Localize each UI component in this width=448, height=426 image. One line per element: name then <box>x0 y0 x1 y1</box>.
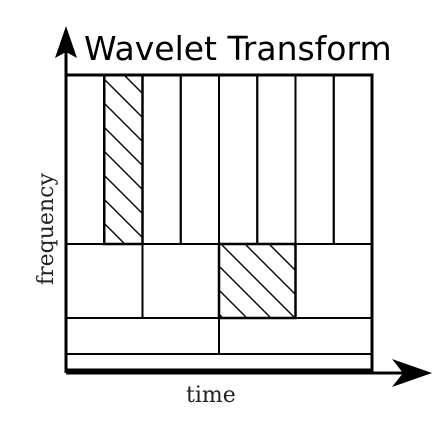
frequency-axis-arrowhead <box>55 26 77 58</box>
tile-hatched <box>103 73 144 246</box>
time-frequency-tiling <box>64 73 374 372</box>
diagram-title: Wavelet Transform <box>84 29 392 68</box>
tile <box>65 353 373 371</box>
tile <box>332 74 373 245</box>
tile <box>218 74 259 245</box>
tile <box>141 243 220 319</box>
tile <box>294 243 373 319</box>
tile-hatched <box>217 242 297 320</box>
time-axis-label: time <box>186 383 236 408</box>
tile <box>65 317 220 355</box>
time-axis-arrowhead <box>392 359 432 387</box>
tile <box>218 317 373 355</box>
tile <box>179 74 220 245</box>
tiling-frame <box>64 73 374 372</box>
tile <box>65 74 106 245</box>
tile <box>65 243 144 319</box>
tile <box>141 74 182 245</box>
tile <box>294 74 335 245</box>
tile <box>256 74 297 245</box>
frequency-axis-label: frequency <box>34 173 59 285</box>
